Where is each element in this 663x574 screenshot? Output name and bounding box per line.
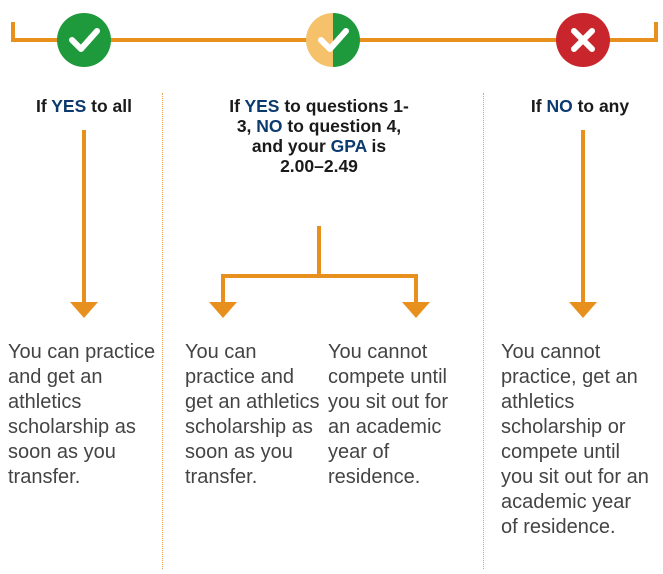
heading-yes-to-questions: If YES to questions 1-3, NO to question … bbox=[228, 96, 410, 176]
heading-text: If bbox=[229, 96, 245, 116]
heading-yes-to-all: If YES to all bbox=[0, 96, 168, 116]
heading-no-to-any: If NO to any bbox=[497, 96, 663, 116]
heading-text: to all bbox=[86, 96, 132, 116]
right-status-circle bbox=[556, 13, 610, 67]
divider-left bbox=[162, 93, 163, 569]
divider-right bbox=[483, 93, 484, 569]
heading-highlight: YES bbox=[51, 96, 87, 116]
heading-text: to any bbox=[572, 96, 630, 116]
middle-right-arrowhead bbox=[402, 302, 430, 318]
outcome-middle-right: You cannot compete until you sit out for… bbox=[328, 341, 449, 488]
heading-text: If bbox=[530, 96, 547, 116]
middle-left-arrowhead bbox=[209, 302, 237, 318]
heading-text: to question 4, and your bbox=[251, 116, 402, 156]
right-arrowhead bbox=[569, 302, 597, 318]
heading-highlight: YES bbox=[244, 96, 280, 116]
outcome-right: You cannot practice, get an athletics sc… bbox=[501, 341, 649, 538]
heading-highlight: NO bbox=[546, 96, 573, 116]
middle-status-circle bbox=[306, 13, 360, 67]
heading-text: to questions 1-3, bbox=[236, 96, 409, 136]
heading-text: If bbox=[36, 96, 52, 116]
left-arrowhead bbox=[70, 302, 98, 318]
heading-text: is 2.00–2.49 bbox=[280, 136, 387, 176]
heading-highlight: NO bbox=[256, 116, 283, 136]
outcome-left: You can practice and get an athletics sc… bbox=[8, 341, 156, 488]
check-icon bbox=[318, 28, 349, 52]
left-status-circle bbox=[57, 13, 111, 67]
outcome-middle-left: You can practice and get an athletics sc… bbox=[185, 341, 320, 488]
heading-highlight: GPA bbox=[330, 136, 367, 156]
check-icon bbox=[69, 28, 100, 52]
middle-split-line bbox=[221, 274, 418, 304]
x-icon bbox=[571, 28, 595, 52]
